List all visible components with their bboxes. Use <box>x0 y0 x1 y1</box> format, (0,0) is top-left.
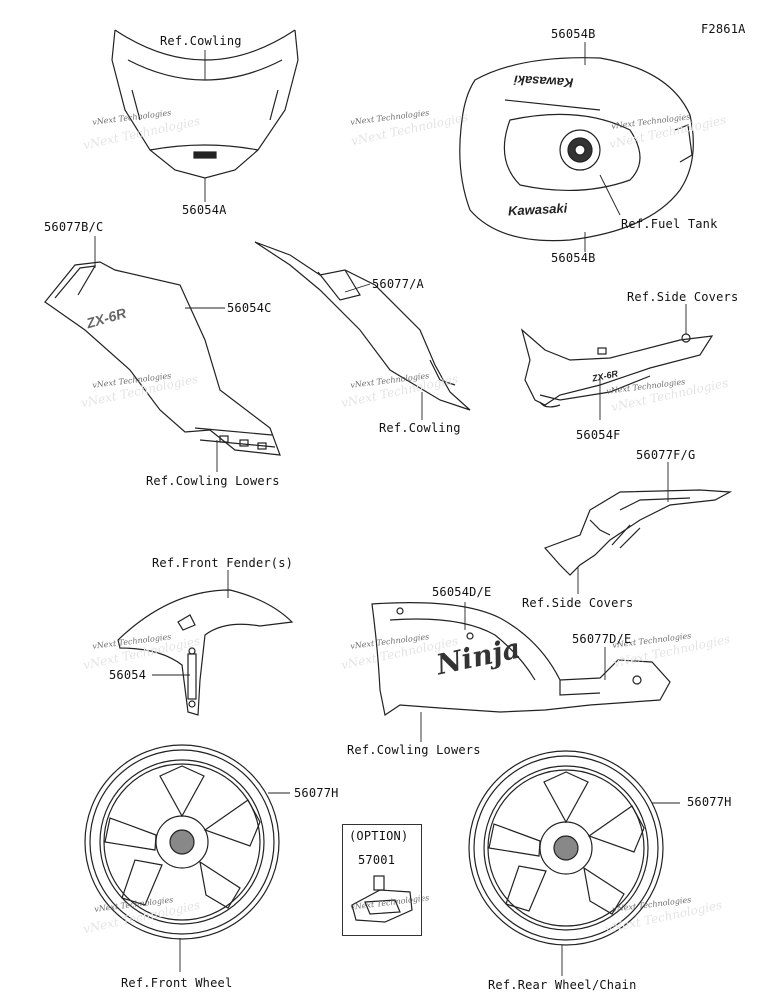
label-56054F: 56054F <box>576 428 621 442</box>
label-56054C: 56054C <box>227 301 272 315</box>
label-56054A: 56054A <box>182 203 227 217</box>
option-box <box>342 824 422 936</box>
front-wheel-drawing <box>84 744 280 940</box>
fuel-tank-drawing <box>459 57 694 242</box>
label-56077H-right: 56077H <box>687 795 732 809</box>
label-ref-cowling-mid: Ref.Cowling <box>379 421 461 435</box>
option-part-drawing <box>351 875 413 923</box>
label-option: (OPTION) <box>349 829 409 843</box>
label-ref-side-covers-1: Ref.Side Covers <box>627 290 739 304</box>
label-56077A: 56077/A <box>372 277 424 291</box>
side-cowling-drawing <box>44 261 281 456</box>
kawasaki-brand-tank-bottom: Kawasaki <box>507 200 568 219</box>
label-ref-rear-wheel: Ref.Rear Wheel/Chain <box>488 978 637 992</box>
leader-lines <box>94 42 687 976</box>
label-56077DE: 56077D/E <box>572 632 632 646</box>
label-56077BC: 56077B/C <box>44 220 104 234</box>
label-57001: 57001 <box>358 853 396 867</box>
mid-cowling-drawing <box>254 241 471 411</box>
label-56054B-top: 56054B <box>551 27 596 41</box>
lower-cowling-drawing <box>371 602 671 716</box>
label-56054B-bottom: 56054B <box>551 251 596 265</box>
side-cover-drawing <box>520 328 714 408</box>
label-ref-fuel-tank: Ref.Fuel Tank <box>621 217 718 231</box>
label-56077H-left: 56077H <box>294 786 339 800</box>
label-56077FG: 56077F/G <box>636 448 696 462</box>
kawasaki-brand-tank-top: Kawasaki <box>513 72 574 91</box>
front-fender-drawing <box>117 589 294 716</box>
label-ref-cowling-lowers-1: Ref.Cowling Lowers <box>146 474 280 488</box>
label-ref-side-covers-2: Ref.Side Covers <box>522 596 634 610</box>
label-ref-cowling-lowers-2: Ref.Cowling Lowers <box>347 743 481 757</box>
label-ref-front-fender: Ref.Front Fender(s) <box>152 556 294 570</box>
side-cover-2-drawing <box>543 489 733 576</box>
label-56054DE: 56054D/E <box>432 585 492 599</box>
label-56054: 56054 <box>109 668 147 682</box>
figure-code: F2861A <box>701 22 746 36</box>
label-ref-cowling-top: Ref.Cowling <box>160 34 242 48</box>
rear-wheel-drawing <box>468 750 664 946</box>
label-ref-front-wheel: Ref.Front Wheel <box>121 976 233 990</box>
